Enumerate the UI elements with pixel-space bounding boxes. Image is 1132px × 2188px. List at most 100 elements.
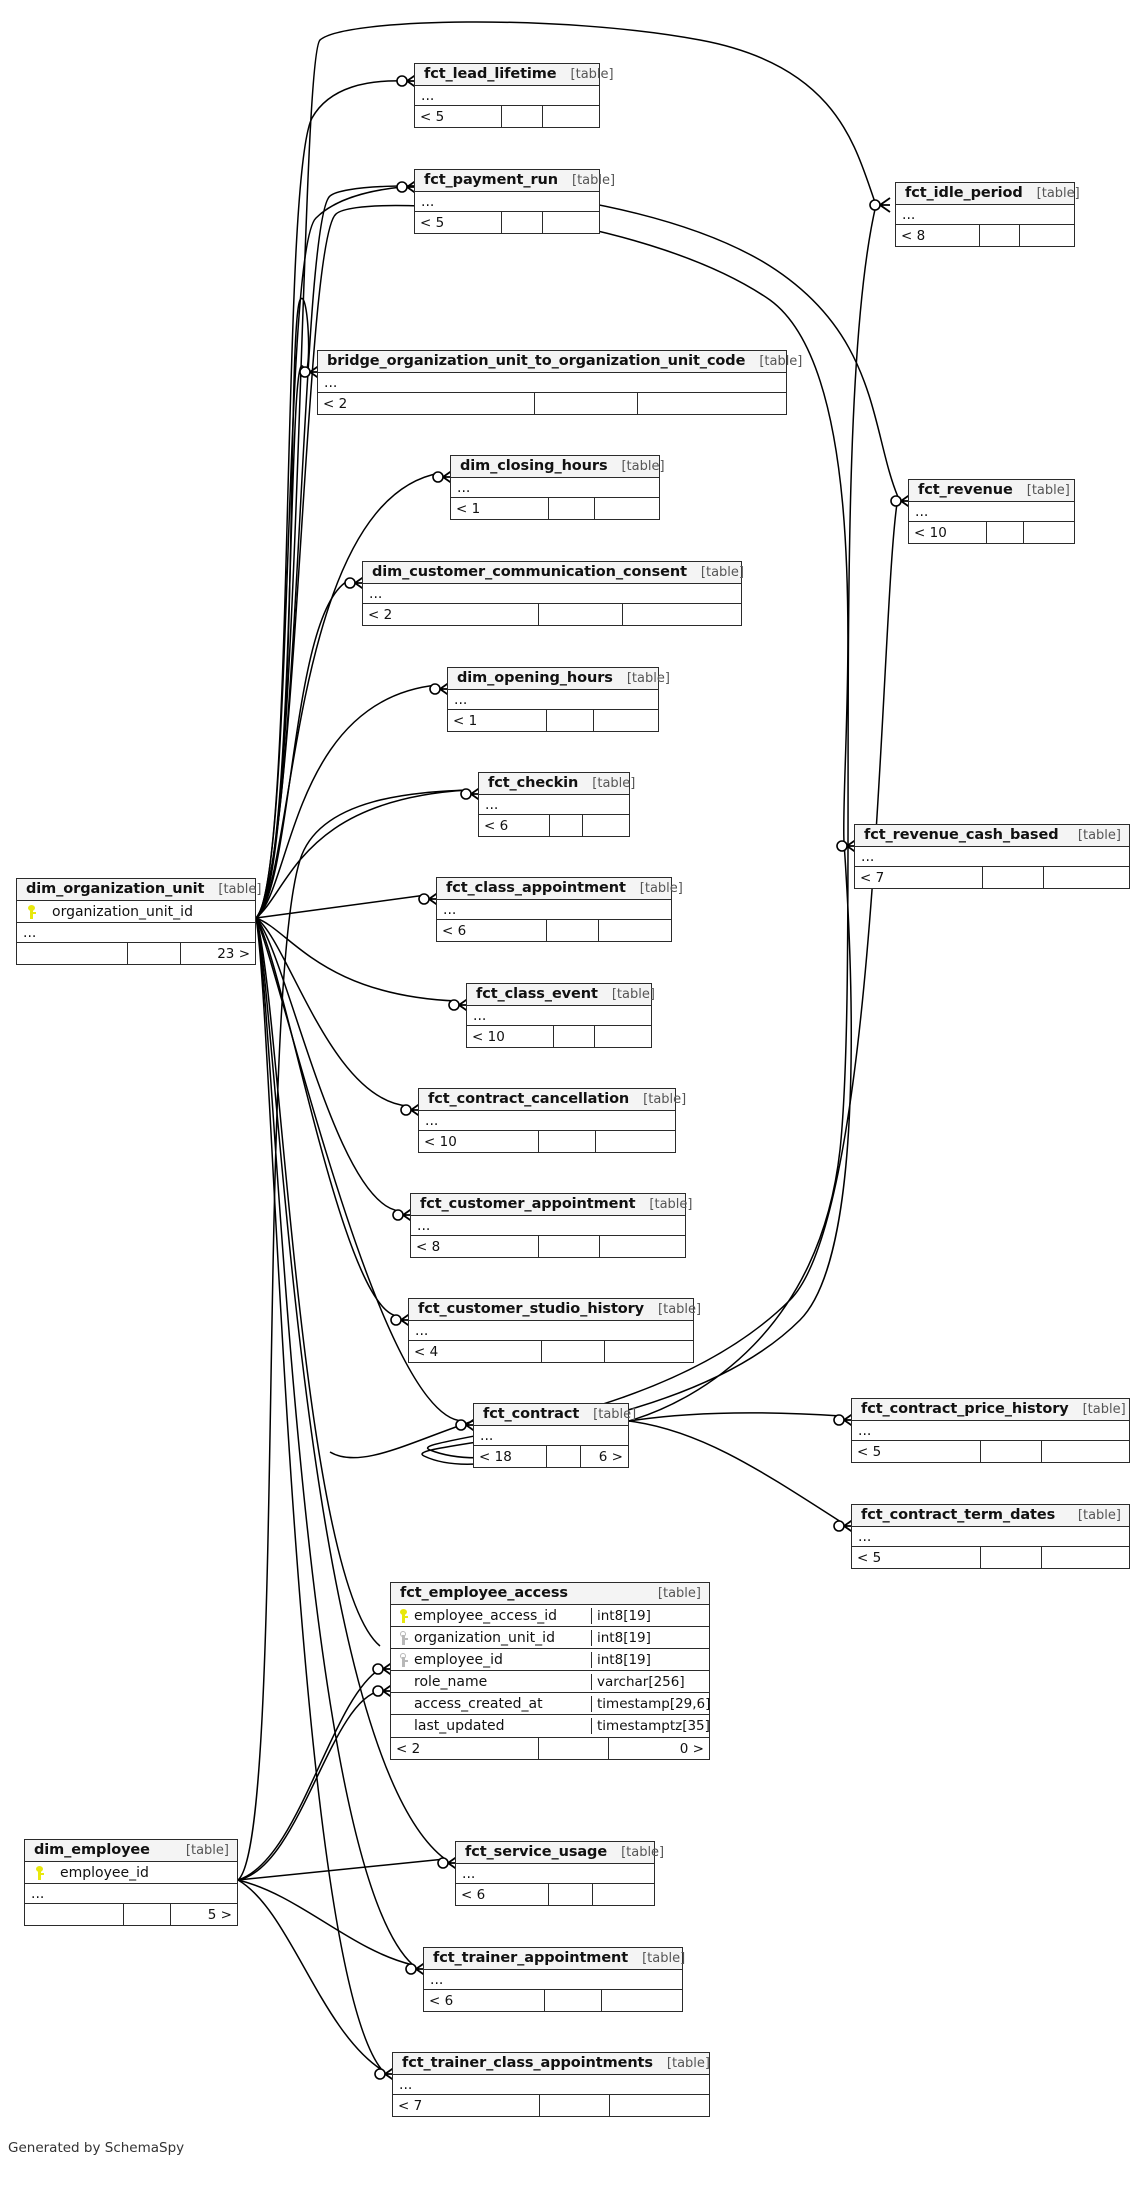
footer-middle-cell [549,815,582,836]
table-node-fct_lead_lifetime[interactable]: fct_lead_lifetime[table]...< 5 [414,63,614,128]
table-footer: < 6 [479,815,629,836]
table-header: dim_organization_unit[table] [17,879,261,901]
table-node-fct_contract_term_dates[interactable]: fct_contract_term_dates[table]...< 5 [851,1504,1130,1569]
column-name-cell: access_created_at [391,1696,591,1712]
table-header: fct_contract[table] [474,1404,636,1426]
table-node-fct_contract_price_history[interactable]: fct_contract_price_history[table]...< 5 [851,1398,1130,1463]
table-node-dim_opening_hours[interactable]: dim_opening_hours[table]...< 1 [447,667,670,732]
table-footer: < 8 [896,225,1074,246]
table-node-fct_trainer_class_appointments[interactable]: fct_trainer_class_appointments[table]...… [392,2052,710,2117]
incoming-relations-count [25,1904,123,1925]
outgoing-relations-count [604,1341,693,1362]
table-footer: < 6 [456,1884,654,1905]
column-name-cell: organization_unit_id [391,1630,591,1646]
table-type-tag: [table] [1082,1401,1126,1417]
footer-middle-cell [548,1884,592,1905]
table-type-tag: [table] [572,172,616,188]
table-header: fct_customer_studio_history[table] [409,1299,701,1321]
footer-middle-cell [980,1547,1041,1568]
generated-by-note: Generated by SchemaSpy [8,2140,185,2156]
table-name: dim_organization_unit [26,881,205,897]
outgoing-relations-count [1041,1547,1129,1568]
table-footer: < 2 [318,393,786,414]
table-node-fct_class_appointment[interactable]: fct_class_appointment[table]...< 6 [436,877,683,942]
primary-key-row[interactable]: organization_unit_id [17,901,255,923]
collapsed-columns-ellipsis: ... [909,502,1074,522]
collapsed-columns-ellipsis: ... [437,900,671,920]
outgoing-relations-count [582,815,629,836]
table-node-bridge_organization_unit_to_organization_unit_code[interactable]: bridge_organization_unit_to_organization… [317,350,802,415]
table-node-fct_idle_period[interactable]: fct_idle_period[table]...< 8 [895,182,1080,247]
table-footer: < 10 [467,1026,651,1047]
key-icon [35,1865,44,1880]
incoming-relations-count: < 5 [420,108,445,125]
table-node-fct_class_event[interactable]: fct_class_event[table]...< 10 [466,983,655,1048]
collapsed-columns-ellipsis: ... [415,192,599,212]
table-name: fct_employee_access [400,1585,568,1601]
table-node-fct_checkin[interactable]: fct_checkin[table]...< 6 [478,772,635,837]
table-header: fct_contract_price_history[table] [852,1399,1129,1421]
table-header: fct_customer_appointment[table] [411,1194,692,1216]
table-node-fct_payment_run[interactable]: fct_payment_run[table]...< 5 [414,169,615,234]
key-icon-placeholder [399,1675,408,1689]
table-header: fct_employee_access [table] [391,1583,709,1605]
column-name: last_updated [414,1718,505,1734]
outgoing-relations-count [637,393,786,414]
outgoing-relations-count [1023,522,1074,543]
table-node-fct_customer_appointment[interactable]: fct_customer_appointment[table]...< 8 [410,1193,692,1258]
table-type-tag: [table] [657,1585,701,1601]
table-type-tag: [table] [643,1091,687,1107]
table-type-tag: [table] [626,670,670,686]
outgoing-relations-count: 0 > [608,1738,709,1759]
collapsed-columns-ellipsis: ... [393,2075,709,2095]
table-header: fct_contract_term_dates[table] [852,1505,1129,1527]
table-type-tag: [table] [700,564,744,580]
table-footer: < 4 [409,1341,693,1362]
primary-key-row[interactable]: employee_id [25,1862,237,1884]
table-node-dim_customer_communication_consent[interactable]: dim_customer_communication_consent[table… [362,561,744,626]
collapsed-columns-ellipsis: ... [419,1111,675,1131]
table-node-fct_revenue[interactable]: fct_revenue[table]...< 10 [908,479,1075,544]
footer-middle-cell [538,1131,595,1152]
footer-middle-cell [539,2095,609,2116]
outgoing-relations-count [598,920,671,941]
outgoing-relations-count [609,2095,709,2116]
table-type-tag: [table] [666,2055,710,2071]
table-node-dim_employee[interactable]: dim_employee[table]employee_id...5 > [24,1839,238,1926]
key-icon [399,1630,408,1645]
table-footer: < 6 [437,920,671,941]
incoming-relations-count: < 2 [396,1740,421,1757]
table-node-fct_contract_cancellation[interactable]: fct_contract_cancellation[table]...< 10 [418,1088,686,1153]
footer-middle-cell [501,212,542,233]
table-node-fct_customer_studio_history[interactable]: fct_customer_studio_history[table]...< 4 [408,1298,701,1363]
column-name: employee_id [60,1864,149,1881]
table-name: fct_customer_appointment [420,1196,636,1212]
incoming-relations-count: < 5 [857,1443,882,1460]
collapsed-columns-ellipsis: ... [451,478,659,498]
table-node-dim_closing_hours[interactable]: dim_closing_hours[table]...< 1 [450,455,665,520]
column-name: access_created_at [414,1695,543,1712]
footer-middle-cell [123,1904,170,1925]
table-node-dim_organization_unit[interactable]: dim_organization_unit[table]organization… [16,878,261,965]
table-header: fct_class_appointment[table] [437,878,683,900]
table-name: bridge_organization_unit_to_organization… [327,353,746,369]
table-node-fct_employee_access[interactable]: fct_employee_access [table] employee_acces… [390,1582,710,1760]
table-node-fct_service_usage[interactable]: fct_service_usage[table]...< 6 [455,1841,664,1906]
table-node-fct_revenue_cash_based[interactable]: fct_revenue_cash_based[table]...< 7 [854,824,1130,889]
table-name: fct_contract_cancellation [428,1091,630,1107]
column-name-cell: employee_access_id [391,1608,591,1624]
table-node-fct_trainer_appointment[interactable]: fct_trainer_appointment[table]...< 6 [423,1947,685,2012]
table-name: fct_class_appointment [446,880,626,896]
footer-middle-cell [986,522,1023,543]
outgoing-relations-count [593,710,658,731]
footer-middle-cell [553,1026,594,1047]
